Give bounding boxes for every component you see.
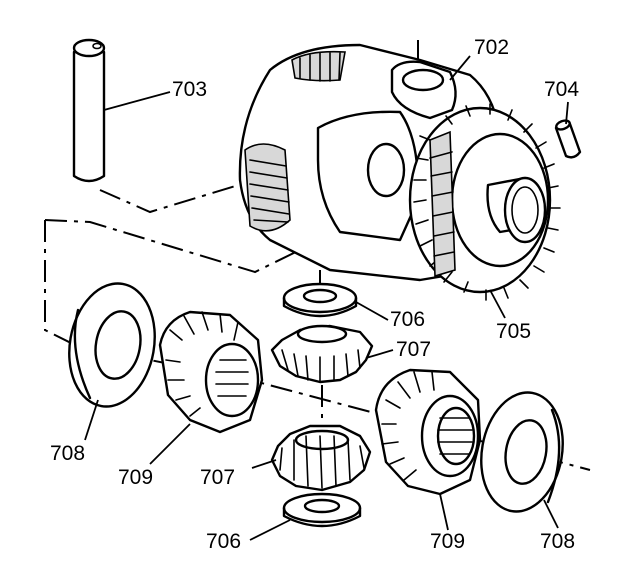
lock-pin-704 bbox=[554, 119, 582, 159]
side-gear-709-left bbox=[158, 310, 264, 434]
thrust-washer-708-left bbox=[68, 282, 156, 408]
label-704: 704 bbox=[544, 78, 579, 101]
leader-lines bbox=[84, 55, 569, 541]
callout-labels: 702 703 704 705 706 707 708 709 707 706 … bbox=[50, 36, 579, 553]
label-709-right: 709 bbox=[430, 530, 465, 553]
label-709-left: 709 bbox=[118, 466, 153, 489]
thrust-washer-708-right bbox=[480, 391, 564, 513]
side-gear-709-right bbox=[374, 368, 482, 496]
pinion-shaft-703 bbox=[72, 38, 106, 183]
ring-gear-705 bbox=[408, 103, 561, 301]
label-707-upper: 707 bbox=[396, 338, 431, 361]
thrust-washer-706-upper bbox=[282, 282, 358, 318]
thrust-washer-706-lower bbox=[282, 492, 362, 528]
label-705: 705 bbox=[496, 320, 531, 343]
label-706-upper: 706 bbox=[390, 308, 425, 331]
pinion-gear-707-lower bbox=[270, 424, 372, 492]
label-703: 703 bbox=[172, 78, 207, 101]
label-702: 702 bbox=[474, 36, 509, 59]
pinion-gear-707-upper bbox=[270, 324, 374, 384]
label-706-lower: 706 bbox=[206, 530, 241, 553]
label-708-left: 708 bbox=[50, 442, 85, 465]
label-708-right: 708 bbox=[540, 530, 575, 553]
label-707-lower: 707 bbox=[200, 466, 235, 489]
